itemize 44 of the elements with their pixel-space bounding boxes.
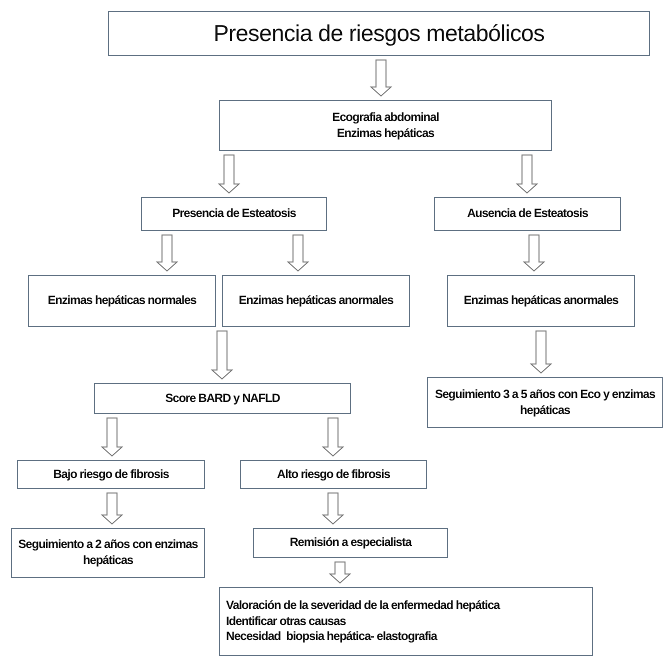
block-arrow [522, 234, 546, 272]
block-arrow [156, 234, 178, 272]
box-text: Valoración de la severidad de la enfermedad hepática [226, 598, 500, 614]
box-text: Score BARD y NAFLD [165, 390, 280, 406]
box-text: Enzimas hepáticas [336, 126, 434, 142]
block-arrow [530, 330, 552, 374]
block-arrow [218, 154, 240, 194]
process-box [108, 11, 650, 56]
box-text: Bajo riesgo de fibrosis [53, 466, 169, 482]
process-box [141, 197, 327, 231]
block-arrow [328, 562, 352, 584]
box-text: Ecografia abdominal [332, 110, 439, 126]
box-text: Seguimiento 3 a 5 años con Eco y enzimas hepáticas [434, 386, 656, 418]
block-arrow [322, 492, 344, 525]
block-arrow [516, 154, 538, 194]
process-box [219, 587, 593, 656]
box-text: Remisión a especialista [290, 535, 412, 551]
block-arrow [100, 492, 124, 525]
box-text: Identificar otras causas [226, 614, 346, 630]
block-arrow [210, 330, 234, 380]
process-box [427, 377, 663, 428]
process-box [222, 275, 410, 327]
box-text: Ausencia de Esteatosis [467, 206, 588, 222]
process-box [447, 275, 635, 327]
box-text: Alto riesgo de fibrosis [277, 466, 390, 482]
box-text: Seguimiento a 2 años con enzimas hepáticas [17, 537, 199, 569]
box-text: Necesidad biopsia hepática- elastografia [226, 629, 437, 645]
box-text: Enzimas hepáticas anormales [238, 293, 394, 309]
process-box [17, 460, 205, 489]
process-box [434, 197, 621, 231]
box-text: Enzimas hepáticas normales [48, 293, 196, 309]
process-box [11, 528, 205, 578]
box-text: Presencia de Esteatosis [172, 206, 296, 222]
box-text: Enzimas hepáticas anormales [464, 293, 618, 309]
process-box [253, 528, 448, 558]
block-arrow [370, 60, 392, 97]
block-arrow [100, 418, 124, 457]
process-box [28, 275, 216, 327]
block-arrow [286, 234, 310, 272]
process-box [219, 100, 552, 151]
box-text: Presencia de riesgos metabólicos [213, 18, 545, 48]
block-arrow [322, 418, 344, 457]
process-box [240, 460, 427, 489]
process-box [94, 383, 351, 414]
